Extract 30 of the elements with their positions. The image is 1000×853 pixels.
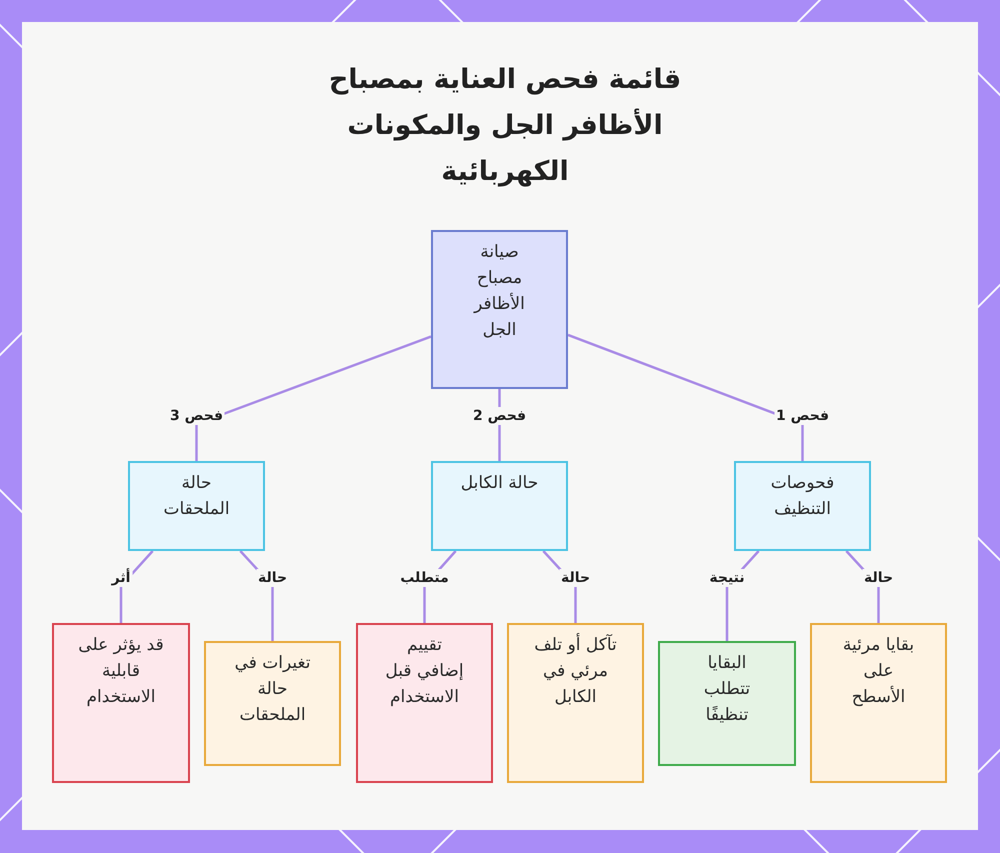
node-label: قد يؤثر على قابلية الاستخدام <box>77 634 165 709</box>
node-label: تقييم إضافي قبل الاستخدام <box>384 634 465 709</box>
edge-label: نتيجة <box>707 569 747 587</box>
node-label: تغيرات في حالة الملحقات <box>234 652 312 727</box>
node-label: صيانة مصباح الأظافر الجل <box>472 241 526 342</box>
edge-label: فحص 1 <box>774 407 831 425</box>
node-label: تآكل أو تلف مرئي في الكابل <box>533 632 618 709</box>
connector-line <box>120 550 154 623</box>
node-label: فحوصات التنظيف <box>770 472 836 521</box>
process-box <box>204 641 341 766</box>
edge-label: متطلب <box>398 569 451 587</box>
process-box <box>507 623 644 783</box>
diagram-title: قائمة فحص العناية بمصباح الأظافر الجل والمكونات الكهربائية <box>328 63 682 189</box>
connector-line <box>195 335 432 461</box>
process-box <box>431 461 568 551</box>
process-box <box>431 230 568 389</box>
process-box <box>128 461 265 551</box>
edge-label: فحص 2 <box>471 407 528 425</box>
node-label: البقايا تتطلب تنظيفًا <box>702 652 752 727</box>
connector-line <box>568 334 804 461</box>
node-label: حالة الكابل <box>460 472 540 495</box>
node-label: بقايا مرئية على الأسطح <box>842 634 916 709</box>
edge-label: فحص 3 <box>168 407 225 425</box>
process-box <box>810 623 947 783</box>
process-box <box>356 623 493 783</box>
node-label: حالة الملحقات <box>162 472 231 521</box>
edge-label: أثر <box>110 569 132 587</box>
process-box <box>734 461 871 551</box>
process-box <box>52 623 190 783</box>
process-box <box>658 641 796 766</box>
